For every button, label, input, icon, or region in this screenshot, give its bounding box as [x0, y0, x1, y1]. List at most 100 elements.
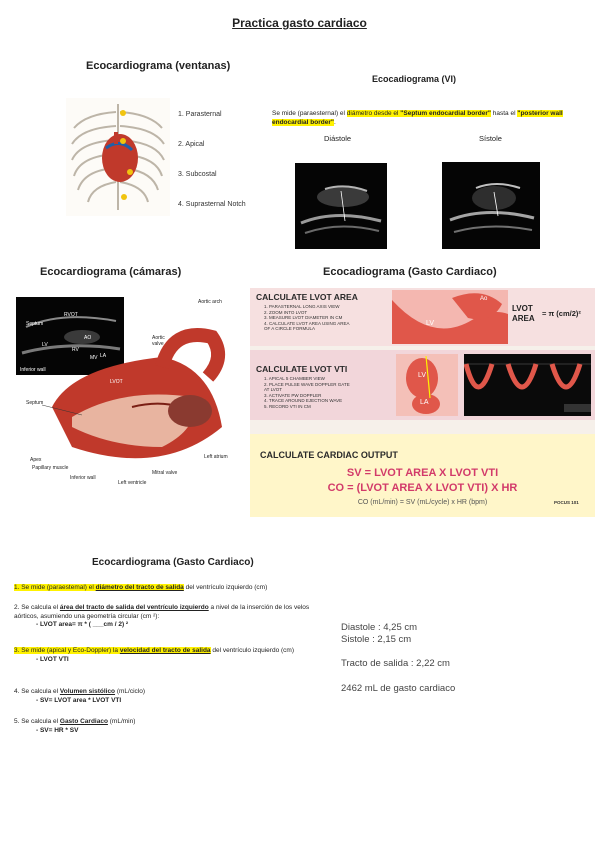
vi-text: Se mide (paraesternal) el: [272, 110, 347, 117]
lvot-area-panel: CALCULATE LVOT AREA 1. PARASTERNAL LONG …: [250, 288, 595, 346]
heart-anatomy-figure: RVOT Septum LV AO RV LA MV Inferior wall…: [12, 297, 244, 492]
label-ao: AO: [84, 335, 92, 341]
label-septum: Septum: [26, 400, 44, 406]
ventanas-heading: Ecocardiograma (ventanas): [86, 60, 231, 72]
gasto-poster-heading: Ecocadiograma (Gasto Cardiaco): [323, 266, 497, 278]
step-2: 2. Se calcula el área del tracto de sali…: [14, 604, 330, 630]
step-formula: - LVOT VTI: [36, 655, 69, 663]
vi-text-bold: "Septum endocardial border": [400, 110, 491, 117]
label-inferior-wall: Inferior wall: [70, 475, 96, 481]
label-apex: Apex: [30, 457, 42, 463]
lvot-area-formula: = π (cm/2)²: [542, 309, 581, 318]
lvot-area-title: CALCULATE LVOT AREA: [256, 292, 358, 302]
step-text: 2. Se calcula el: [14, 604, 60, 611]
label-papillary: Papillary muscle: [32, 465, 69, 471]
label-aortic-valve: Aortic valve: [152, 335, 165, 347]
step-line: OF A CIRCLE FORMULA: [264, 326, 316, 332]
label-rv: RV: [72, 347, 79, 353]
step-text: a nivel de la inserción de los velos aór…: [14, 604, 310, 620]
vi-heading: Ecocadiograma (VI): [372, 74, 457, 84]
lvot-area-diagram: LV Ao: [392, 290, 508, 344]
label-rvot: RVOT: [64, 312, 78, 318]
step-text: 5. Se calcula el: [14, 718, 60, 725]
result-tracto: Tracto de salida : 2,22 cm: [341, 658, 450, 669]
step-term: Gasto Cardiaco: [59, 718, 108, 725]
co-formula: CO = (LVOT AREA X LVOT VTI) X HR: [327, 482, 518, 494]
step-line: 1. PARASTERNAL LONG AXIS VIEW: [264, 304, 340, 309]
brand-logo: POCUS 101: [554, 500, 579, 505]
result-diastole: Diastole : 4,25 cm: [341, 622, 418, 633]
result-sistole: Sistole : 2,15 cm: [341, 634, 412, 645]
lvot-area-label: LVOT AREA: [512, 304, 535, 324]
steps-heading: Ecocardiograma (Gasto Cardiaco): [92, 557, 254, 568]
step-term: diámetro del tracto de salida: [95, 584, 184, 591]
step-text: 1. Se mide (paraestemal) el: [14, 584, 96, 591]
diastole-label: Diástole: [324, 134, 352, 143]
sistole-echo-image: [442, 162, 540, 249]
step-formula: - SV= LVOT area * LVOT VTI: [36, 696, 122, 704]
doppler-trace-image: [463, 354, 591, 416]
label-septum-echo: Septum: [26, 321, 44, 327]
diagram-lv-label: LV: [426, 320, 435, 327]
ventana-item: 4. Suprasternal Notch: [178, 201, 246, 208]
step-line: 5. RECORD VTI IN CM: [264, 403, 311, 409]
diagram-ao-label: Ao: [480, 296, 488, 302]
lvot-label-line: LVOT: [512, 304, 533, 313]
vi-text: .: [333, 119, 336, 126]
step-text: 3. Se mide (apical y Eco-Doppler) la: [14, 647, 120, 654]
step-line: 2. PLACE PULSE WAVE DOPPLER GATE: [264, 381, 350, 387]
sv-formula: SV = LVOT AREA X LVOT VTI: [346, 467, 499, 479]
step-line: AT LVOT: [264, 387, 283, 393]
vi-text-highlight: diámetro desde el: [346, 110, 401, 117]
step-text: del ventrículo izquierdo (cm): [210, 647, 294, 654]
step-line: 2. ZOOM INTO LVOT: [264, 309, 308, 315]
step-text: (mL/min): [107, 718, 136, 725]
step-term: área del tracto de salida del ventrículo…: [59, 604, 209, 611]
label-mitral-valve: Mitral valve: [152, 470, 178, 476]
label-left-atrium: Left atrium: [204, 454, 228, 460]
step-1: 1. Se mide (paraestemal) el diámetro del…: [14, 584, 330, 593]
ribcage-illustration: [66, 98, 170, 216]
step-text: 4. Se calcula el: [14, 688, 60, 695]
diagram-la-label: LA: [420, 399, 429, 406]
camaras-heading: Ecocardiograma (cámaras): [40, 266, 182, 278]
lvot-vti-steps: 1. APICAL 5 CHAMBER VIEW 2. PLACE PULSE …: [264, 376, 350, 410]
apical-view-diagram: LV LA: [396, 354, 458, 416]
label-aortic-arch: Aortic arch: [198, 299, 222, 305]
ventana-item: 1. Parasternal: [178, 111, 222, 118]
label-lv: LV: [42, 342, 48, 348]
label-mv: MV: [90, 355, 98, 361]
step-term: Volumen sistólico: [59, 688, 116, 695]
gasto-poster: CALCULATE LVOT AREA 1. PARASTERNAL LONG …: [250, 288, 595, 517]
step-5: 5. Se calcula el Gasto Cardiaco (mL/min)…: [14, 718, 330, 735]
page-title: Practica gasto cardiaco: [232, 16, 367, 30]
cardiac-output-title: CALCULATE CARDIAC OUTPUT: [260, 450, 398, 460]
diagram-lv-label: LV: [418, 372, 427, 379]
lvot-vti-panel: CALCULATE LVOT VTI 1. APICAL 5 CHAMBER V…: [250, 350, 595, 420]
lvot-label-line: AREA: [512, 314, 535, 323]
step-text: (mL/ciclo): [115, 688, 146, 695]
step-formula: - SV= HR * SV: [36, 726, 79, 734]
result-gasto: 2462 mL de gasto cardiaco: [341, 683, 456, 694]
co-units-formula: CO (mL/min) = SV (mL/cycle) x HR (bpm): [357, 499, 488, 506]
label-left-ventricle: Left ventricle: [118, 480, 147, 486]
label-lvot: LVOT: [110, 379, 123, 385]
sistole-label: Sístole: [479, 134, 502, 143]
step-line: 1. APICAL 5 CHAMBER VIEW: [264, 376, 325, 381]
step-4: 4. Se calcula el Volumen sistólico (mL/c…: [14, 688, 330, 705]
ventana-item: 2. Apical: [178, 141, 205, 148]
step-3: 3. Se mide (apical y Eco-Doppler) la vel…: [14, 647, 330, 664]
step-line: 4. TRACE AROUND EJECTION WAVE: [264, 398, 343, 404]
label-inferior-wall-echo: Inferior wall: [20, 367, 46, 373]
step-formula: - LVOT area= π * ( ___cm / 2) ²: [36, 621, 129, 629]
vi-description: Se mide (paraesternal) el diámetro desde…: [272, 109, 594, 127]
step-line: 4. CALCULATE LVOT AREA USING AREA: [264, 320, 350, 326]
ventana-item: 3. Subcostal: [178, 171, 217, 178]
vi-text: hasta el: [490, 110, 518, 117]
step-term: velocidad del tracto de salida: [119, 647, 211, 654]
step-line: 3. MEASURE LVOT DIAMETER IN CM: [264, 315, 343, 321]
lvot-area-steps: 1. PARASTERNAL LONG AXIS VIEW 2. ZOOM IN…: [264, 304, 350, 332]
cardiac-output-panel: CALCULATE CARDIAC OUTPUT SV = LVOT AREA …: [250, 434, 595, 517]
step-line: 3. ACTIVATE PW DOPPLER: [264, 392, 322, 398]
ventanas-list: 1. Parasternal 2. Apical 3. Subcostal 4.…: [178, 100, 246, 220]
